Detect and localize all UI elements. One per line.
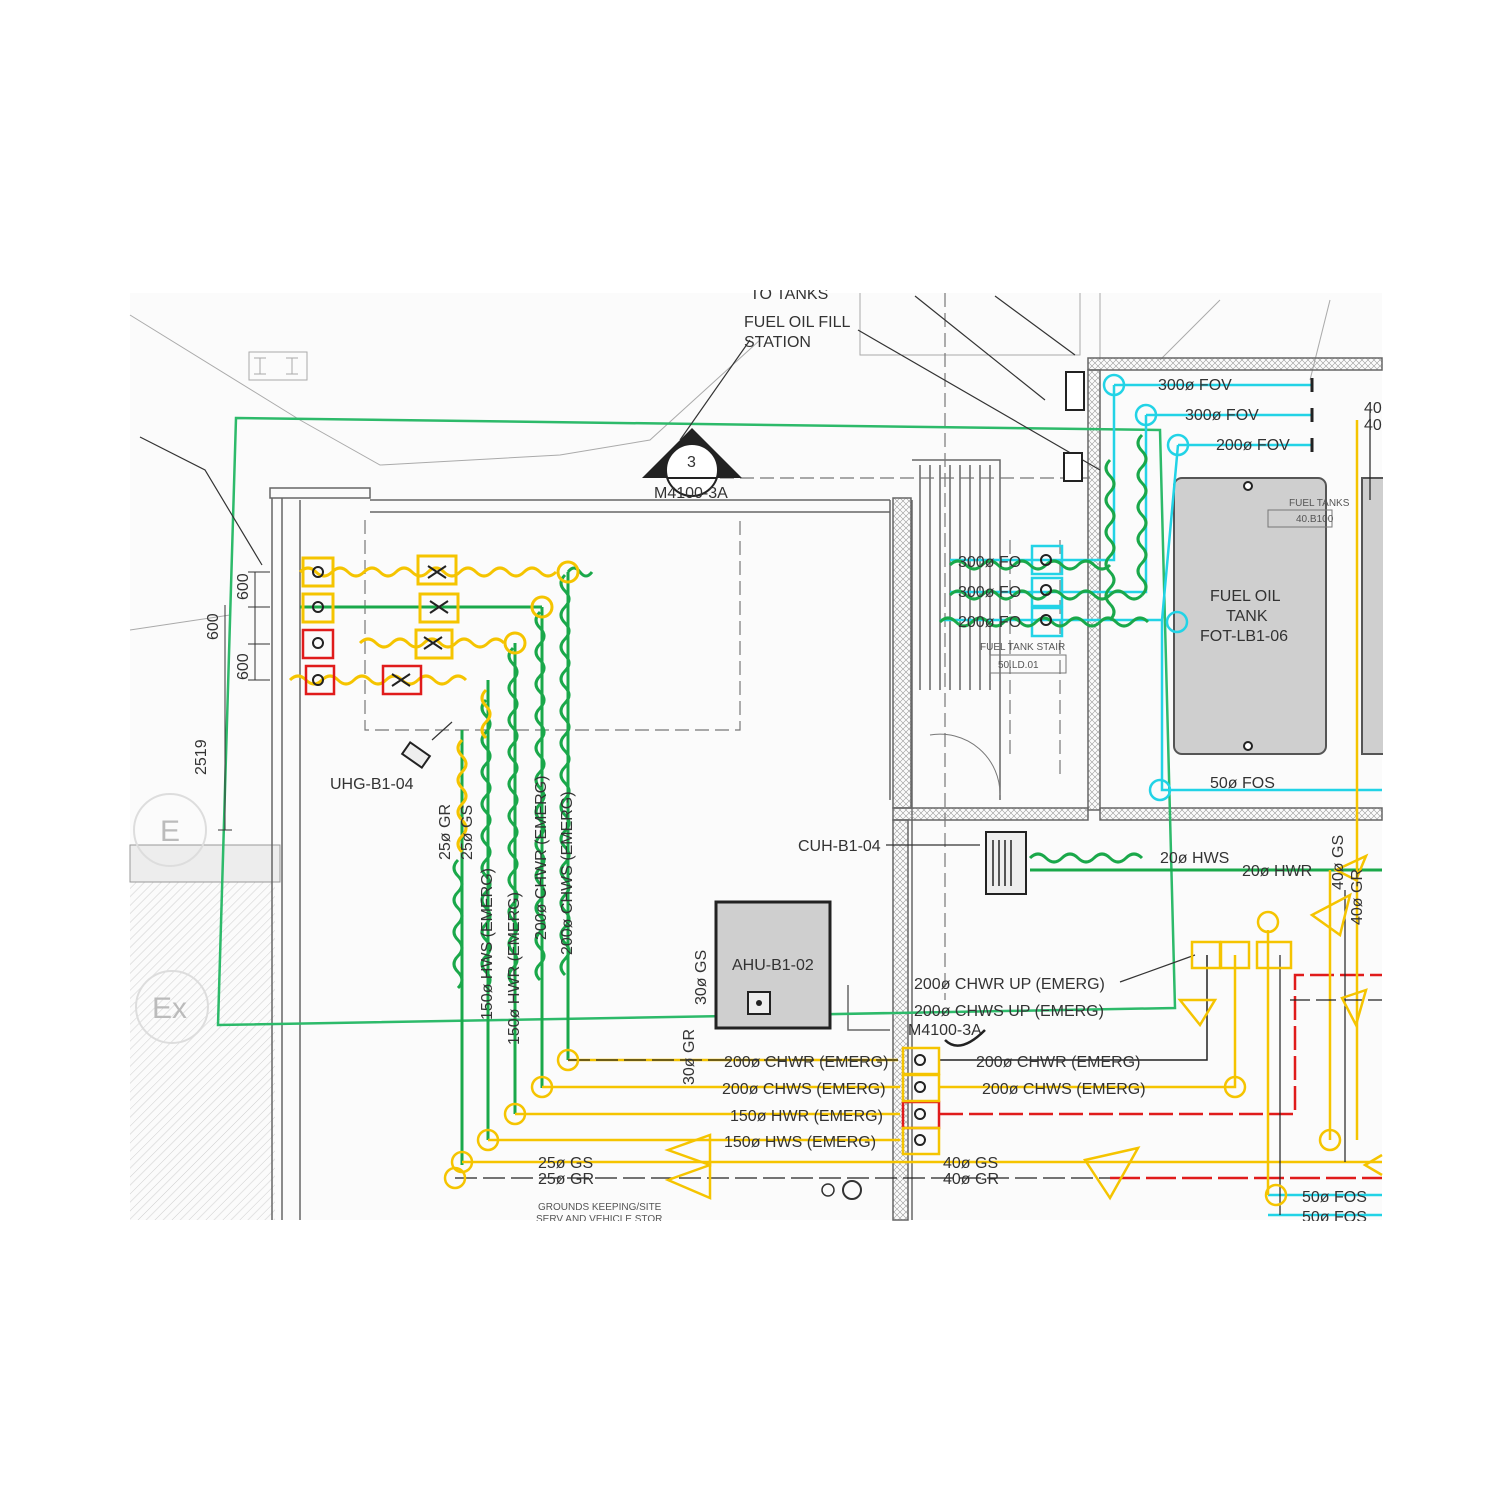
room-number-stair: 50.LD.01 xyxy=(998,660,1039,671)
pipe-fov-1: 300ø FOV xyxy=(1158,377,1232,394)
paving-hatch xyxy=(130,882,275,1220)
uhg-unit[interactable] xyxy=(400,740,432,770)
tank-port-top xyxy=(1243,481,1253,491)
dim-600-a: 600 xyxy=(235,573,252,600)
vpipe-gs-40: 40ø GS xyxy=(1330,835,1347,890)
cuh-unit[interactable] xyxy=(985,831,1027,895)
drawing-area xyxy=(130,293,1382,1220)
pipe-chwr-right: 200ø CHWR (EMERG) xyxy=(976,1054,1140,1071)
ahu-tag-dot xyxy=(756,1000,762,1006)
section-arrow-2 xyxy=(944,1029,986,1047)
pipe-40-a: 40 xyxy=(1364,400,1382,417)
tank-port-bottom xyxy=(1243,741,1253,751)
pipe-fo-a: 300ø FO xyxy=(958,554,1021,571)
pipe-fos: 50ø FOS xyxy=(1210,775,1275,792)
pipe-40-b: 40 xyxy=(1364,417,1382,434)
vpipe-gs-30: 30ø GS xyxy=(693,950,710,1005)
leader-lines xyxy=(139,295,1196,983)
floor-drain-icon xyxy=(842,1180,862,1200)
pipe-fov-3: 200ø FOV xyxy=(1216,437,1290,454)
pipe-hws-left: 150ø HWS (EMERG) xyxy=(724,1134,876,1151)
tank-label-2: TANK xyxy=(1226,608,1268,625)
room-label-fuel-tank-stair: FUEL TANK STAIR xyxy=(980,642,1065,653)
tank-label-1: FUEL OIL xyxy=(1210,588,1281,605)
fuel-oil-tank[interactable] xyxy=(1173,477,1327,755)
yellow-piping xyxy=(288,554,580,854)
section-ref-2: M4100-3A xyxy=(908,1022,982,1039)
mask-top xyxy=(0,0,1512,290)
section-number: 3 xyxy=(687,454,696,471)
dim-2519: 2519 xyxy=(193,739,210,775)
room-label-fuel-tanks: FUEL TANKS xyxy=(1289,498,1350,509)
pipe-gr-25: 25ø GR xyxy=(538,1171,594,1188)
door-swing xyxy=(929,733,1001,796)
pipe-hws-20: 20ø HWS xyxy=(1160,850,1229,867)
paving-hatch-top xyxy=(129,844,281,883)
vpipe-hws-150: 150ø HWS (EMERG) xyxy=(479,868,496,1020)
cuh-grille xyxy=(992,840,1012,886)
horizontal-mains xyxy=(443,410,1383,1215)
pipe-chwr-left: 200ø CHWR (EMERG) xyxy=(724,1054,888,1071)
room-label-grounds-1: GROUNDS KEEPING/SITE xyxy=(538,1202,662,1213)
room-label-grounds-2: SERV AND VEHICLE STOR xyxy=(536,1214,662,1225)
room-number-fuel-tanks: 40.B100 xyxy=(1296,514,1334,525)
vpipe-hwr-150: 150ø HWR (EMERG) xyxy=(506,892,523,1045)
vpipe-gr-25: 25ø GR xyxy=(437,804,454,860)
pipe-hwr-left: 150ø HWR (EMERG) xyxy=(730,1108,883,1125)
cuh-label: CUH-B1-04 xyxy=(798,838,881,855)
mask-left xyxy=(0,0,129,1512)
dim-600-b: 600 xyxy=(205,613,222,640)
dimension-line xyxy=(218,571,270,831)
grid-label-ex: Ex xyxy=(152,992,187,1025)
vpipe-gs-25: 25ø GS xyxy=(459,805,476,860)
pipe-chws-right: 200ø CHWS (EMERG) xyxy=(982,1081,1146,1098)
vpipe-gr-30: 30ø GR xyxy=(681,1029,698,1085)
pipe-fos-2: 50ø FOS xyxy=(1302,1189,1367,1206)
pipe-fov-2: 300ø FOV xyxy=(1185,407,1259,424)
fuel-oil-tank-2[interactable] xyxy=(1361,477,1387,755)
note-station: STATION xyxy=(744,334,811,351)
section-marker xyxy=(642,428,742,497)
pipe-hwr-20: 20ø HWR xyxy=(1242,863,1312,880)
note-to-tanks: TO TANKS xyxy=(750,286,828,303)
uhg-label: UHG-B1-04 xyxy=(330,776,414,793)
dashed-lines xyxy=(364,293,1090,1000)
pipe-fittings xyxy=(312,554,1052,1146)
vpipe-chws-200: 200ø CHWS (EMERG) xyxy=(559,791,576,955)
pipe-chws-left: 200ø CHWS (EMERG) xyxy=(722,1081,886,1098)
grid-bubble-e xyxy=(133,793,207,867)
fill-box-2[interactable] xyxy=(1063,452,1083,482)
pipe-chws-up: 200ø CHWS UP (EMERG) xyxy=(914,1003,1104,1020)
pipe-gs-25: 25ø GS xyxy=(538,1155,593,1172)
grid-label-e: E xyxy=(160,815,180,848)
vpipe-chwr-200: 200ø CHWR (EMERG) xyxy=(533,776,550,940)
ahu-label: AHU-B1-02 xyxy=(732,957,814,974)
cleanout-icon xyxy=(821,1183,835,1197)
tank-label-3: FOT-LB1-06 xyxy=(1200,628,1288,645)
section-ref: M4100-3A xyxy=(654,485,728,502)
ahu-unit[interactable] xyxy=(714,900,832,1030)
pipe-gs-40: 40ø GS xyxy=(943,1155,998,1172)
pipe-chwr-up: 200ø CHWR UP (EMERG) xyxy=(914,976,1105,993)
dim-600-c: 600 xyxy=(235,653,252,680)
vpipe-gr-40: 40ø GR xyxy=(1349,869,1366,925)
zone-outline xyxy=(216,416,1177,1027)
pipe-fo-b: 300ø FO xyxy=(958,584,1021,601)
room-tag-box xyxy=(1267,509,1333,528)
note-fuel-oil-fill: FUEL OIL FILL xyxy=(744,314,851,331)
pipe-fo-c: 200ø FO xyxy=(958,614,1021,631)
mask-bottom xyxy=(0,1221,1512,1512)
fill-box-1[interactable] xyxy=(1065,371,1085,411)
walls xyxy=(269,357,1383,1221)
pipe-gr-40: 40ø GR xyxy=(943,1171,999,1188)
grid-bubble-ex xyxy=(135,970,209,1044)
mask-right xyxy=(1383,0,1512,1512)
stair-tag-box xyxy=(989,654,1067,674)
